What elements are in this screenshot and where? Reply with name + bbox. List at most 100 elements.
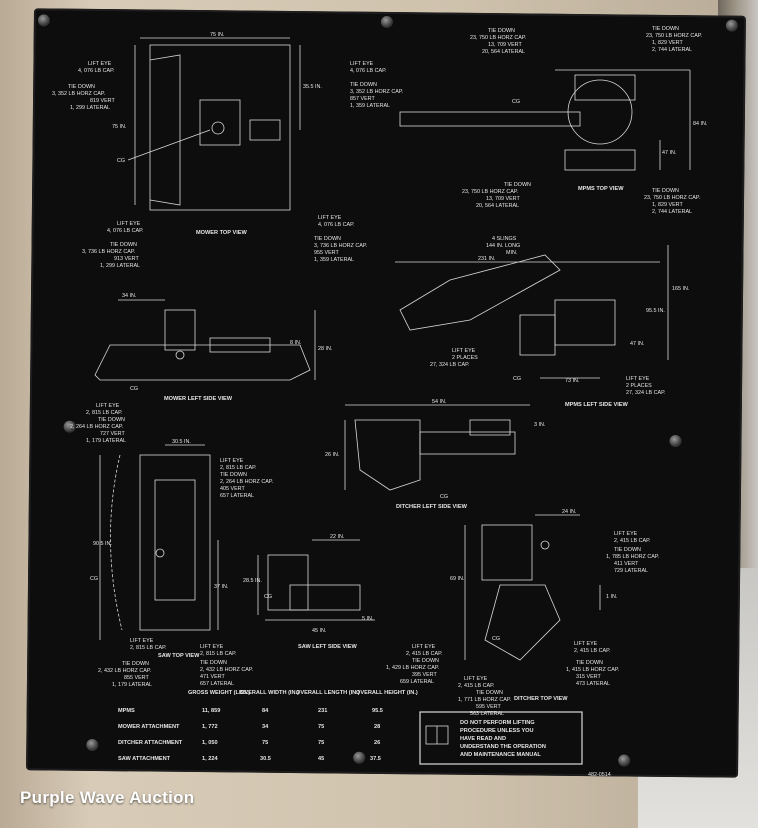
table-cell: 1, 050 — [202, 740, 218, 746]
tie-down-lateral: 1, 299 LATERAL — [70, 105, 110, 111]
cg-label: CG — [264, 594, 272, 600]
dim-width: 34 IN. — [122, 293, 136, 299]
tie-down-vert: 405 VERT — [220, 486, 245, 492]
dim-bottom: 45 IN. — [312, 628, 326, 634]
dim-right: 1 IN. — [606, 594, 617, 600]
table-header: OVERALL WIDTH (IN.) — [240, 690, 299, 696]
warning-line: AND MAINTENANCE MANUAL — [460, 752, 541, 758]
lift-eye-label: LIFT EYE — [626, 376, 650, 382]
tie-down-lateral: 563 LATERAL — [470, 711, 504, 717]
mpms-top-view: TIE DOWN 23, 750 LB HORZ CAP. 13, 709 VE… — [399, 26, 707, 215]
lift-eye-label: LIFT EYE — [220, 458, 244, 464]
cg-label: CG — [117, 158, 125, 164]
ditcher-left-side-view: 54 IN. 26 IN. 3 IN. CG DITCHER LEFT SIDE… — [325, 399, 545, 510]
dim-width: 75 IN. — [210, 32, 224, 38]
table-cell: 26 — [374, 740, 380, 746]
caption: MPMS TOP VIEW — [578, 186, 624, 192]
table-cell: 231 — [318, 708, 327, 714]
table-row-label: MPMS — [118, 708, 135, 714]
dim-height: 28 IN. — [318, 346, 332, 352]
dim-left: 90.5 IN. — [93, 541, 112, 547]
weight-table: GROSS WEIGHT (LBS.) OVERALL WIDTH (IN.) … — [118, 690, 418, 762]
tie-down-vert: 595 VERT — [476, 704, 501, 710]
tie-down-vert: 913 VERT — [114, 256, 139, 262]
saw-left-side-view: 22 IN. 28.5 IN. CG 5 IN. 45 IN. SAW LEFT… — [243, 534, 375, 650]
tie-down-label: TIE DOWN — [350, 82, 377, 88]
tie-down-label: TIE DOWN — [652, 188, 679, 194]
mower-top-view: 75 IN. 75 IN. 35.5 IN. LIFT EYE 4, 076 L… — [52, 32, 403, 269]
dim-height: 75 IN. — [112, 124, 126, 130]
tie-down-lateral: 2, 744 LATERAL — [652, 47, 692, 53]
warning-line: DO NOT PERFORM LIFTING — [460, 720, 535, 726]
dim-left: 69 IN. — [450, 576, 464, 582]
tie-down-lateral: 20, 564 LATERAL — [482, 49, 525, 55]
tie-down-vert: 1, 829 VERT — [652, 40, 683, 46]
tie-down-lateral: 1, 179 LATERAL — [112, 682, 152, 688]
lift-eye-cap: 4, 076 LB CAP. — [78, 68, 114, 74]
dim-height: 28.5 IN. — [243, 578, 262, 584]
part-number: 482-0514 — [588, 772, 611, 778]
tie-down-vert: 315 VERT — [576, 674, 601, 680]
watermark: Purple Wave Auction — [20, 788, 195, 807]
tie-down-lateral: 657 LATERAL — [200, 681, 234, 687]
warning-box: DO NOT PERFORM LIFTING PROCEDURE UNLESS … — [419, 711, 583, 765]
tie-down-horz: 2, 432 LB HORZ CAP. — [200, 667, 253, 673]
tie-down-lateral: 20, 564 LATERAL — [476, 203, 519, 209]
table-cell: 45 — [318, 756, 324, 762]
dim-small: 3 IN. — [534, 422, 545, 428]
lift-eye-cap: 2, 415 LB CAP. — [458, 683, 494, 689]
tie-down-label: TIE DOWN — [314, 236, 341, 242]
table-cell: 1, 772 — [202, 724, 218, 730]
dim-height: 26 IN. — [325, 452, 339, 458]
caption: SAW TOP VIEW — [158, 653, 200, 659]
tie-down-horz: 1, 785 LB HORZ CAP. — [606, 554, 659, 560]
caption: MOWER LEFT SIDE VIEW — [164, 396, 233, 402]
lift-eye-label: LIFT EYE — [614, 531, 638, 537]
table-row-label: SAW ATTACHMENT — [118, 756, 171, 762]
ditcher-top-view: 24 IN. 69 IN. 1 IN. LIFT EYE 2, 415 LB C… — [386, 509, 659, 717]
tie-down-lateral: 657 LATERAL — [220, 493, 254, 499]
lift-eye-cap: 2, 415 LB CAP. — [406, 651, 442, 657]
lift-eye-places: 2 PLACES — [452, 355, 478, 361]
tie-down-horz: 23, 750 LB HORZ CAP. — [644, 195, 700, 201]
table-cell: 75 — [318, 740, 324, 746]
lift-eye-cap: 27, 324 LB CAP. — [430, 362, 469, 368]
lift-eye-label: LIFT EYE — [452, 348, 476, 354]
tie-down-label: TIE DOWN — [504, 182, 531, 188]
lift-eye-cap: 4, 076 LB CAP. — [318, 222, 354, 228]
tie-down-vert: 857 VERT — [350, 96, 375, 102]
tie-down-label: TIE DOWN — [488, 28, 515, 34]
lift-eye-cap: 2, 415 LB CAP. — [574, 648, 610, 654]
tie-down-lateral: 729 LATERAL — [614, 568, 648, 574]
dim-mid: 95.5 IN. — [646, 308, 665, 314]
saw-top-view: LIFT EYE 2, 815 LB CAP. TIE DOWN 2, 264 … — [70, 403, 273, 688]
cg-label: CG — [492, 636, 500, 642]
table-row-label: DITCHER ATTACHMENT — [118, 740, 183, 746]
tie-down-horz: 3, 352 LB HORZ CAP. — [350, 89, 403, 95]
dim-right: 37 IN. — [214, 584, 228, 590]
tie-down-label: TIE DOWN — [220, 472, 247, 478]
mower-left-side-view: 34 IN. 28 IN. 8 IN. CG MOWER LEFT SIDE V… — [94, 293, 332, 402]
tie-down-horz: 2, 264 LB HORZ CAP. — [70, 424, 123, 430]
tie-down-horz: 3, 736 LB HORZ CAP. — [82, 249, 135, 255]
tie-down-horz: 1, 429 LB HORZ CAP. — [386, 665, 439, 671]
tie-down-vert: 471 VERT — [200, 674, 225, 680]
tie-down-horz: 3, 352 LB HORZ CAP. — [52, 91, 105, 97]
tie-down-vert: 13, 709 VERT — [486, 196, 520, 202]
tie-down-horz: 23, 750 LB HORZ CAP. — [462, 189, 518, 195]
caption: MPMS LEFT SIDE VIEW — [565, 402, 628, 408]
dim-width: 54 IN. — [432, 399, 446, 405]
tie-down-lateral: 473 LATERAL — [576, 681, 610, 687]
table-cell: 75 — [318, 724, 324, 730]
caption: MOWER TOP VIEW — [196, 230, 247, 236]
lift-eye-cap: 27, 324 LB CAP. — [626, 390, 665, 396]
tie-down-horz: 3, 736 LB HORZ CAP. — [314, 243, 367, 249]
table-cell: 75 — [262, 740, 268, 746]
tie-down-lateral: 2, 744 LATERAL — [652, 209, 692, 215]
dim-top: 24 IN. — [562, 509, 576, 515]
tie-down-horz: 2, 264 LB HORZ CAP. — [220, 479, 273, 485]
tie-down-label: TIE DOWN — [476, 690, 503, 696]
table-cell: 28 — [374, 724, 380, 730]
cg-label: CG — [90, 576, 98, 582]
